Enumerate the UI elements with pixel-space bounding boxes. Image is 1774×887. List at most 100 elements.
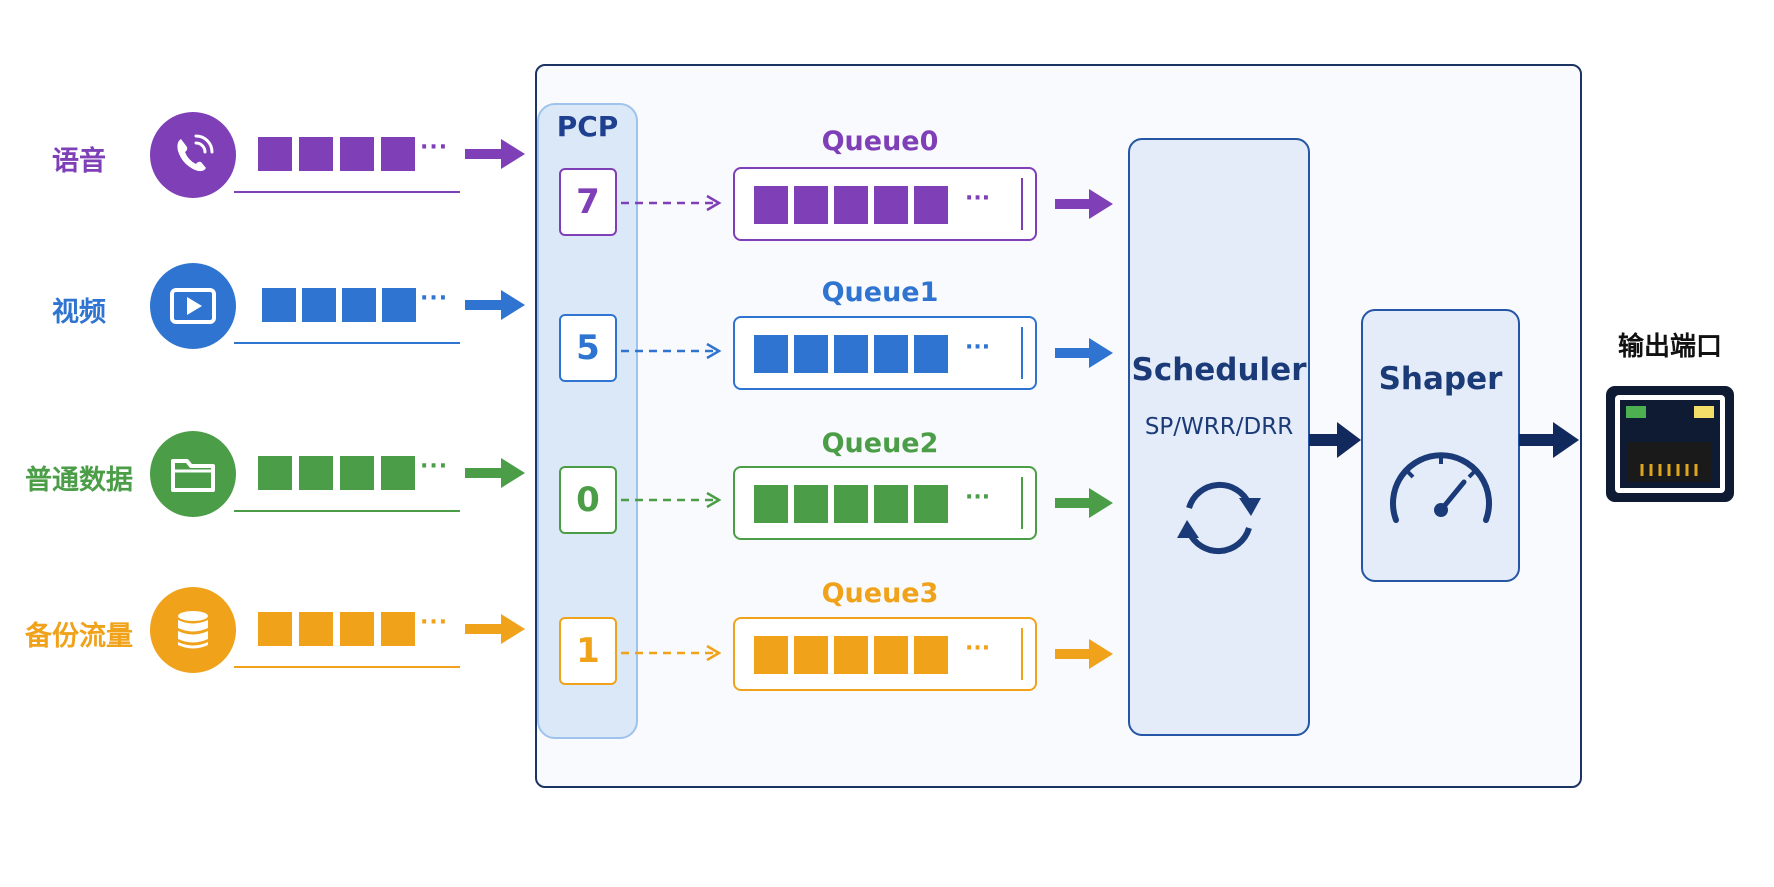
packet bbox=[834, 485, 868, 523]
arrow-right-icon bbox=[465, 290, 525, 320]
ellipsis: ··· bbox=[420, 135, 449, 160]
dashed-arrow bbox=[621, 342, 722, 360]
packet bbox=[914, 636, 948, 674]
ellipsis: ··· bbox=[420, 454, 449, 479]
packet bbox=[794, 186, 828, 224]
packet bbox=[342, 288, 376, 322]
dashed-arrow bbox=[621, 644, 722, 662]
scheduler-title: Scheduler bbox=[1131, 352, 1307, 388]
packet bbox=[834, 186, 868, 224]
dashed-arrow bbox=[621, 491, 722, 509]
packet bbox=[914, 335, 948, 373]
queue-title: Queue1 bbox=[821, 277, 939, 308]
arrow-right-icon bbox=[1519, 422, 1579, 458]
queue-title: Queue2 bbox=[821, 428, 939, 459]
ellipsis: ··· bbox=[965, 186, 991, 211]
queue-2: ··· bbox=[733, 466, 1037, 540]
flow-label: 普通数据 bbox=[25, 465, 133, 496]
packet bbox=[874, 186, 908, 224]
packet bbox=[258, 137, 292, 171]
packet bbox=[874, 335, 908, 373]
packet bbox=[914, 485, 948, 523]
video-play-icon bbox=[150, 263, 236, 349]
queue-title: Queue3 bbox=[821, 578, 939, 609]
flow-underline bbox=[234, 510, 460, 512]
pcp-value: 1 bbox=[559, 617, 617, 685]
flow-video: 视频 ··· bbox=[0, 256, 530, 356]
packet bbox=[834, 335, 868, 373]
shaper-title: Shaper bbox=[1378, 361, 1503, 397]
arrow-right-icon bbox=[1055, 338, 1113, 368]
ellipsis: ··· bbox=[965, 335, 991, 360]
packet bbox=[299, 456, 333, 490]
queue-3: ··· bbox=[733, 617, 1037, 691]
packet bbox=[302, 288, 336, 322]
packet bbox=[381, 456, 415, 490]
scheduler-block bbox=[1128, 138, 1310, 736]
pcp-value: 5 bbox=[559, 314, 617, 382]
arrow-right-icon bbox=[1055, 488, 1113, 518]
packet bbox=[258, 456, 292, 490]
flow-data: 普通数据 ··· bbox=[0, 424, 530, 524]
packet bbox=[381, 612, 415, 646]
packet bbox=[381, 137, 415, 171]
packet bbox=[794, 335, 828, 373]
dashed-arrow bbox=[621, 194, 722, 212]
output-port-label: 输出端口 bbox=[1617, 332, 1722, 362]
ellipsis: ··· bbox=[420, 286, 449, 311]
packet bbox=[914, 186, 948, 224]
arrow-right-icon bbox=[1055, 639, 1113, 669]
queue-0: ··· bbox=[733, 167, 1037, 241]
phone-call-icon bbox=[150, 112, 236, 198]
ellipsis: ··· bbox=[965, 636, 991, 661]
queue-end-bar bbox=[1021, 628, 1023, 680]
flow-label: 语音 bbox=[52, 146, 106, 177]
queue-end-bar bbox=[1021, 477, 1023, 529]
ellipsis: ··· bbox=[965, 485, 991, 510]
pcp-value: 7 bbox=[559, 168, 617, 236]
flow-underline bbox=[234, 342, 460, 344]
scheduler-algorithms: SP/WRR/DRR bbox=[1144, 414, 1294, 440]
flow-backup: 备份流量 ··· bbox=[0, 580, 530, 680]
database-icon bbox=[150, 587, 236, 673]
packet bbox=[340, 612, 374, 646]
flow-label: 备份流量 bbox=[25, 621, 133, 652]
packet bbox=[754, 485, 788, 523]
arrow-right-icon bbox=[465, 614, 525, 644]
arrow-right-icon bbox=[1309, 422, 1361, 458]
packet bbox=[874, 636, 908, 674]
refresh-cycle-icon bbox=[1177, 481, 1261, 555]
packet bbox=[262, 288, 296, 322]
packet bbox=[258, 612, 292, 646]
packet bbox=[754, 636, 788, 674]
packet bbox=[794, 485, 828, 523]
packet bbox=[382, 288, 416, 322]
packet bbox=[340, 137, 374, 171]
packet bbox=[754, 186, 788, 224]
packet bbox=[874, 485, 908, 523]
ellipsis: ··· bbox=[420, 610, 449, 635]
packet bbox=[754, 335, 788, 373]
arrow-right-icon bbox=[465, 458, 525, 488]
shaper-block bbox=[1361, 309, 1520, 582]
flow-underline bbox=[234, 666, 460, 668]
arrow-right-icon bbox=[1055, 189, 1113, 219]
flow-label: 视频 bbox=[52, 297, 106, 328]
packet bbox=[299, 137, 333, 171]
queue-end-bar bbox=[1021, 178, 1023, 230]
ethernet-port-icon bbox=[1606, 386, 1734, 502]
pcp-value: 0 bbox=[559, 466, 617, 534]
flow-voice: 语音 ··· bbox=[0, 105, 530, 205]
folder-icon bbox=[150, 431, 236, 517]
queue-1: ··· bbox=[733, 316, 1037, 390]
packet bbox=[340, 456, 374, 490]
flow-underline bbox=[234, 191, 460, 193]
pcp-title: PCP bbox=[556, 110, 619, 143]
queue-end-bar bbox=[1021, 327, 1023, 379]
arrow-right-icon bbox=[465, 139, 525, 169]
packet bbox=[299, 612, 333, 646]
queue-title: Queue0 bbox=[821, 126, 939, 157]
speedometer-icon bbox=[1390, 452, 1492, 523]
packet bbox=[794, 636, 828, 674]
packet bbox=[834, 636, 868, 674]
